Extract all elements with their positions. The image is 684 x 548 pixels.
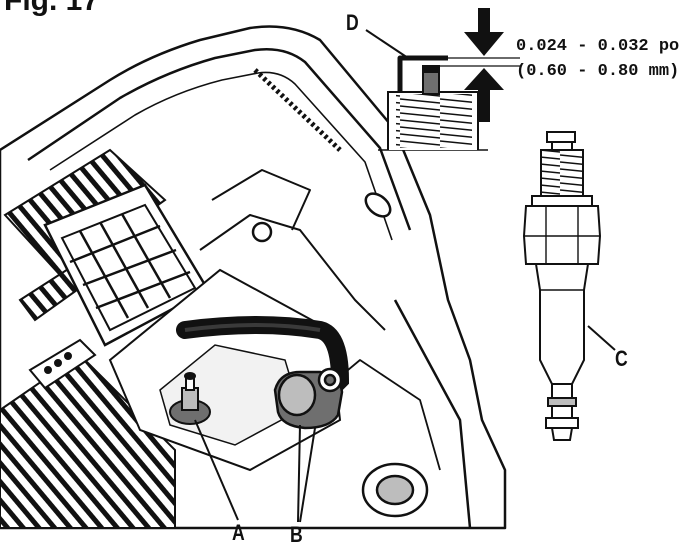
leader-b-1	[297, 424, 301, 523]
lower-fin-grille	[0, 338, 176, 529]
plug-boot	[273, 367, 344, 430]
housing-emboss-band	[253, 68, 342, 152]
callout-a: A	[232, 520, 245, 545]
housing-top-rim	[27, 48, 412, 231]
housing-logo-badge	[364, 192, 392, 218]
callout-b: B	[290, 522, 303, 547]
gap-detail	[378, 55, 520, 151]
removed-spark-plug	[522, 131, 602, 441]
up-arrow-icon	[464, 68, 504, 122]
figure-title: Fig. 17	[4, 0, 100, 17]
gap-spec-mm: (0.60 - 0.80 mm)	[516, 62, 680, 81]
panel-screw	[251, 221, 273, 243]
leader-lines	[194, 29, 616, 523]
installed-spark-plug	[169, 372, 211, 425]
leader-d	[365, 29, 409, 59]
callout-c: C	[615, 346, 628, 371]
leader-c	[587, 325, 616, 351]
down-arrow-icon	[464, 8, 504, 56]
gap-spec-inches: 0.024 - 0.032 po	[516, 37, 680, 56]
leader-a	[194, 419, 239, 521]
ht-lead	[176, 316, 350, 399]
callout-d: D	[346, 10, 359, 35]
leader-b-2	[299, 427, 316, 523]
access-door	[43, 183, 210, 347]
